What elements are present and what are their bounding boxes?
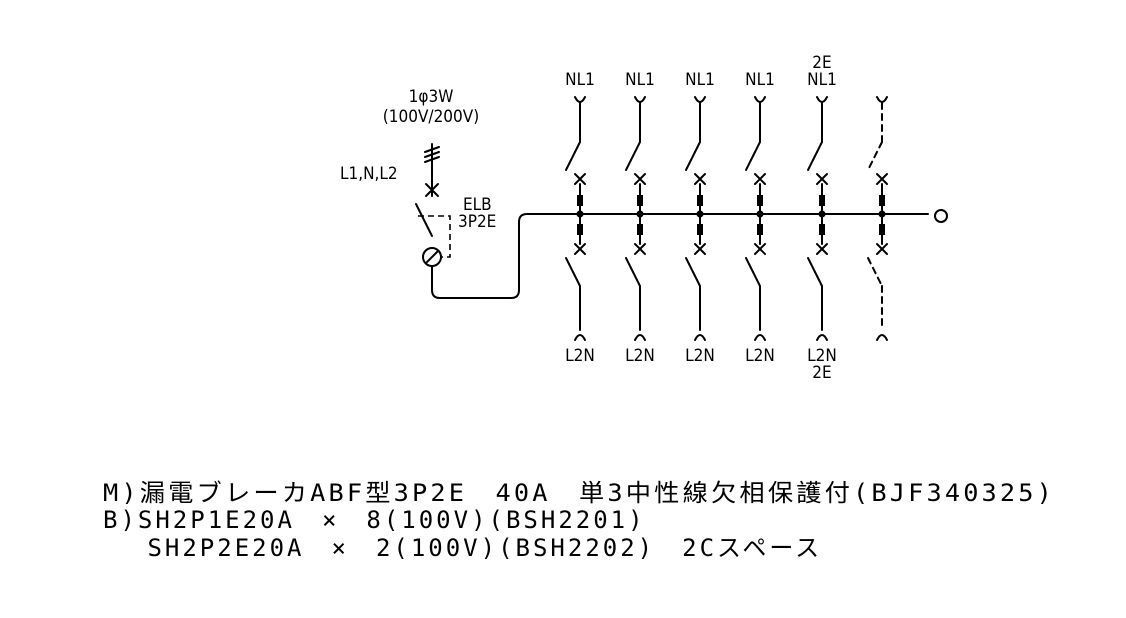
branch-top-label: NL1	[625, 70, 655, 90]
branch-top-label: NL1	[807, 70, 837, 90]
spec-branch-line-2: SH2P2E20A × 2(100V)(BSH2202) 2Cスペース	[103, 534, 822, 562]
branch-bottom-label: L2N	[807, 346, 837, 366]
branch-bottom-label: 2E	[812, 363, 831, 383]
main-breaker-symbol	[415, 203, 948, 299]
supply-lines-label: L1,N,L2	[340, 164, 398, 184]
main-breaker-type-label: ELB	[463, 195, 492, 215]
supply-feed	[424, 143, 440, 197]
branch-top-label: NL1	[685, 70, 715, 90]
branch-top-label: 2E	[812, 53, 831, 73]
supply-phase-label: 1φ3W	[409, 87, 454, 107]
main-breaker-poles-label: 3P2E	[458, 212, 496, 232]
branch-bottom-label: L2N	[625, 346, 655, 366]
branch-top-label: NL1	[565, 70, 595, 90]
supply-voltage-label: (100V/200V)	[383, 107, 479, 127]
spec-main-line: M)漏電ブレーカABF型3P2E 40A 単3中性線欠相保護付(BJF34032…	[103, 479, 1055, 507]
branch-spare	[867, 96, 888, 341]
branch-bottom-label: L2N	[685, 346, 715, 366]
branch-bottom-label: L2N	[565, 346, 595, 366]
spec-branch-line-1: B)SH2P1E20A × 8(100V)(BSH2201)	[103, 506, 646, 534]
branch-top-label: NL1	[745, 70, 775, 90]
branch-bottom-label: L2N	[745, 346, 775, 366]
